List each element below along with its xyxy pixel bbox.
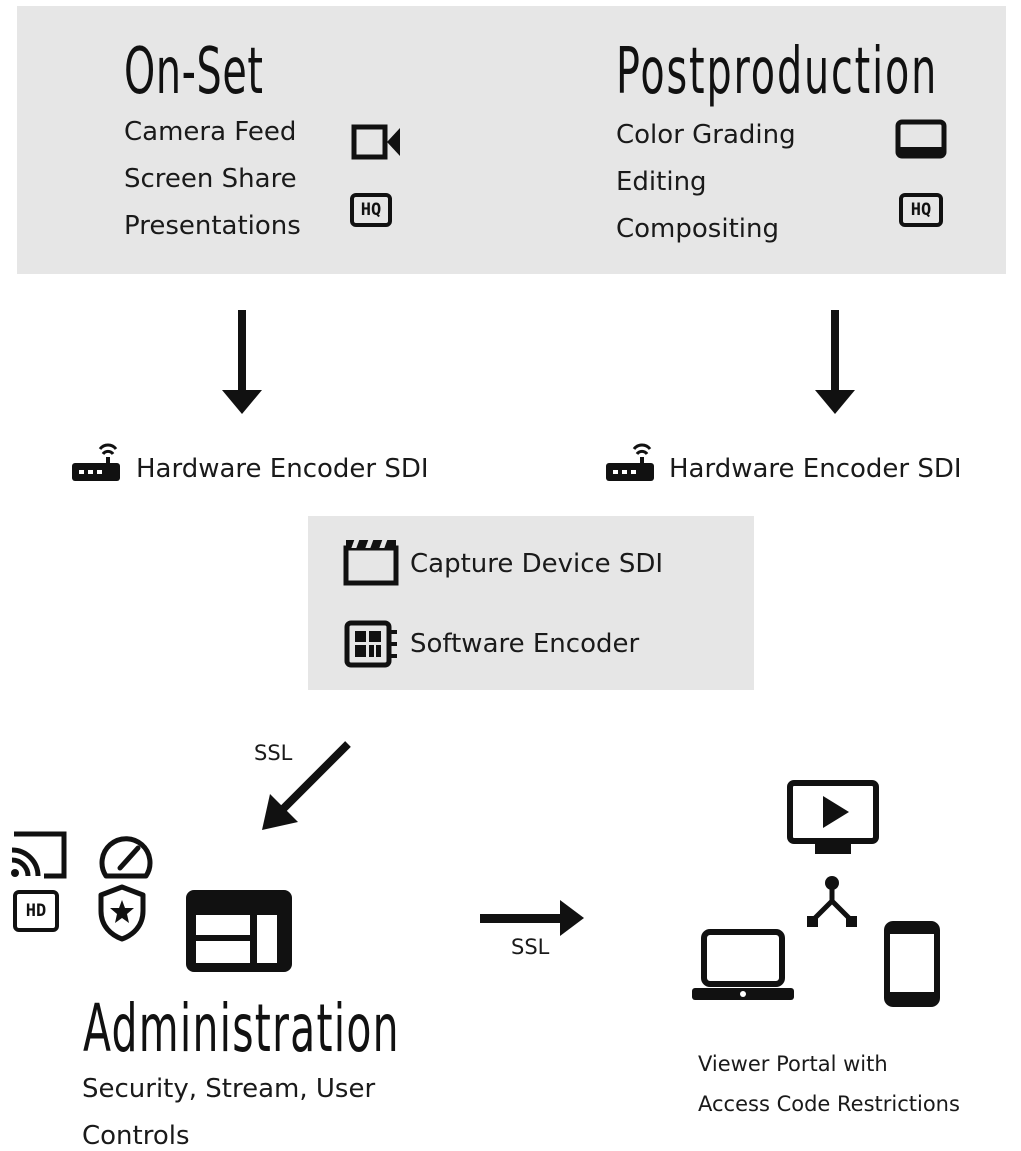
- router-icon-left: [72, 443, 120, 481]
- diagonal-arrow: [262, 741, 351, 830]
- onset-item-camera-feed: Camera Feed: [124, 117, 297, 147]
- post-hq-icon: HQ: [899, 193, 943, 227]
- viewer-line2: Access Code Restrictions: [698, 1092, 960, 1116]
- postproduction-title: Postproduction: [616, 35, 939, 109]
- admin-title: Administration: [83, 990, 400, 1067]
- post-item-color-grading: Color Grading: [616, 120, 796, 150]
- ssl-out-label: SSL: [511, 935, 550, 959]
- onset-hq-icon: HQ: [350, 193, 392, 227]
- post-item-editing: Editing: [616, 167, 707, 197]
- onset-title: On-Set: [124, 35, 264, 109]
- onset-item-presentations: Presentations: [124, 211, 301, 241]
- network-icon: [807, 876, 857, 927]
- top-panel: [17, 6, 1006, 274]
- tv-play-icon: [787, 780, 879, 854]
- laptop-icon: [692, 929, 794, 1000]
- post-item-compositing: Compositing: [616, 214, 779, 244]
- speedometer-icon: [99, 836, 153, 879]
- shield-star-icon: [98, 884, 146, 942]
- right-arrow: [480, 900, 584, 936]
- tablet-icon: [884, 921, 940, 1007]
- ssl-in-label: SSL: [254, 741, 293, 765]
- chip-icon: [344, 620, 397, 668]
- down-arrow-right: [815, 310, 855, 414]
- router-icon-right: [606, 443, 654, 481]
- viewer-line1: Viewer Portal with: [698, 1052, 888, 1076]
- hq-label: HQ: [910, 200, 932, 220]
- admin-subtitle-line2: Controls: [82, 1121, 190, 1151]
- down-arrow-left: [222, 310, 262, 414]
- video-camera-icon: [351, 124, 400, 160]
- hd-icon: HD: [13, 890, 59, 932]
- monitor-icon: [895, 119, 947, 159]
- software-encoder-label: Software Encoder: [410, 629, 640, 659]
- capture-device-label: Capture Device SDI: [410, 549, 664, 579]
- hd-label: HD: [25, 901, 47, 921]
- onset-item-screen-share: Screen Share: [124, 164, 297, 194]
- clapperboard-icon: [343, 540, 399, 586]
- hardware-encoder-left-label: Hardware Encoder SDI: [136, 454, 429, 484]
- cast-icon: [11, 831, 67, 879]
- dashboard-layout-icon: [186, 890, 292, 972]
- admin-subtitle-line1: Security, Stream, User: [82, 1074, 376, 1104]
- hardware-encoder-right-label: Hardware Encoder SDI: [669, 454, 962, 484]
- hq-label: HQ: [360, 200, 382, 220]
